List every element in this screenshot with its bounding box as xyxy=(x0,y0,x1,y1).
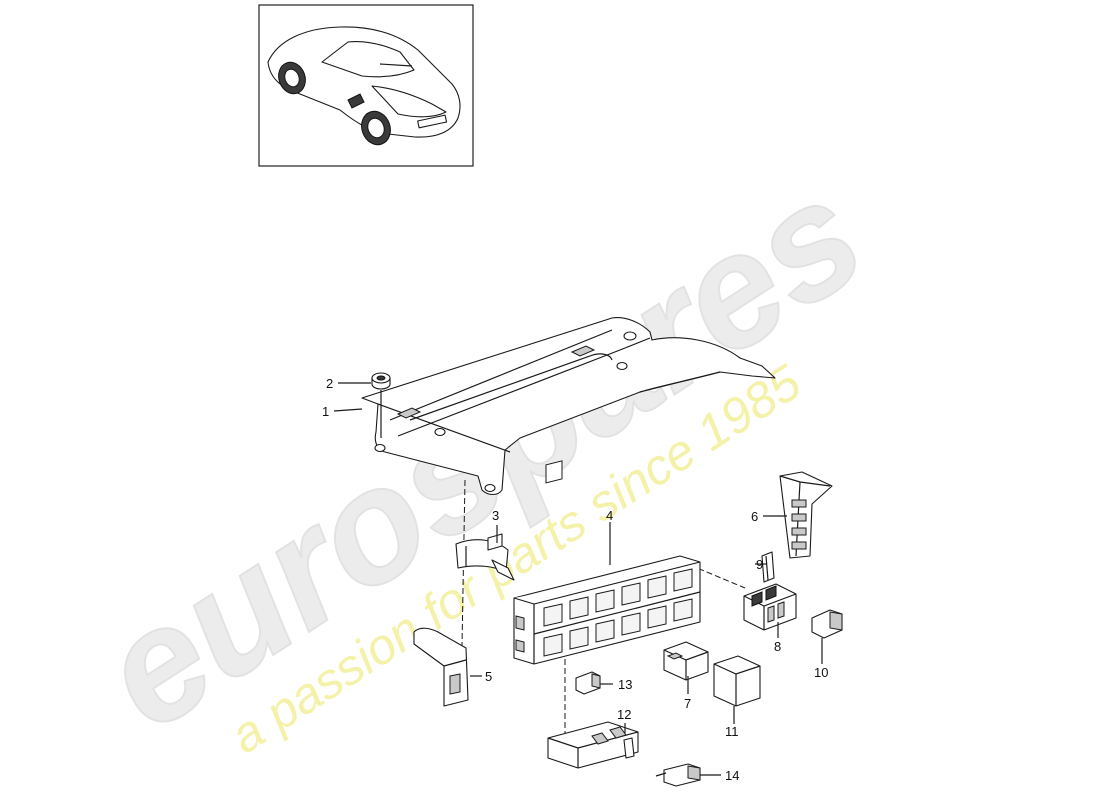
relay-cube xyxy=(713,655,761,707)
callouts: 1 2 3 4 5 6 7 8 9 10 11 12 13 14 xyxy=(322,376,828,783)
relay-small xyxy=(663,641,709,681)
callout-3: 3 xyxy=(492,508,499,523)
bracket-plate xyxy=(361,317,776,496)
callout-11: 11 xyxy=(725,724,739,739)
fuse-holder xyxy=(547,721,639,769)
callout-2: 2 xyxy=(326,376,333,391)
retaining-clip xyxy=(455,533,515,581)
relay-carrier xyxy=(513,460,701,665)
callout-8: 8 xyxy=(774,639,781,654)
car-icon xyxy=(267,26,461,146)
callout-14: 14 xyxy=(725,768,739,783)
callout-4: 4 xyxy=(606,508,613,523)
vehicle-thumbnail xyxy=(258,4,474,167)
relay-connector xyxy=(743,583,797,631)
leader-lines xyxy=(333,382,823,776)
callout-5: 5 xyxy=(485,669,492,684)
hex-nut xyxy=(371,372,391,390)
callout-6: 6 xyxy=(751,509,758,524)
callout-13: 13 xyxy=(618,677,632,692)
callout-7: 7 xyxy=(684,696,691,711)
callout-12: 12 xyxy=(617,707,631,722)
callout-1: 1 xyxy=(322,404,329,419)
callout-9: 9 xyxy=(756,557,763,572)
callout-10: 10 xyxy=(814,665,828,680)
holder-bracket xyxy=(413,627,469,707)
spring-pin xyxy=(761,551,775,583)
fuse-mini xyxy=(575,671,601,695)
fuse-blade xyxy=(655,763,701,787)
relay-cover xyxy=(779,471,833,559)
fuse-large xyxy=(811,609,843,639)
